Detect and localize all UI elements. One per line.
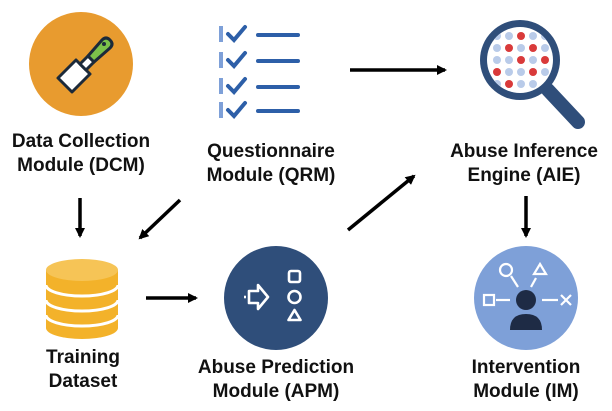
apm-label-line2: Module (APM): [212, 381, 340, 402]
person-options-icon: [482, 261, 572, 330]
apm-icon-group: [224, 246, 328, 350]
flow-shapes-icon: [244, 269, 302, 322]
training-label: Training Dataset: [20, 346, 146, 394]
arrow-qrm-to-training: [138, 198, 182, 240]
aie-label-line1: Abuse Inference: [450, 141, 598, 162]
im-label: Intervention Module (IM): [450, 356, 602, 404]
scraper-icon: [56, 36, 114, 94]
apm-label: Abuse Prediction Module (APM): [186, 356, 366, 404]
training-label-line2: Dataset: [48, 371, 118, 392]
im-label-line2: Module (IM): [473, 381, 579, 402]
im-icon-group: [474, 246, 578, 350]
apm-label-line1: Abuse Prediction: [197, 357, 355, 378]
training-label-line1: Training: [46, 347, 120, 368]
aie-label: Abuse Inference Engine (AIE): [436, 140, 612, 188]
qrm-label: Questionnaire Module (QRM): [186, 140, 356, 188]
im-label-line1: Intervention: [471, 357, 581, 378]
dcm-label: Data Collection Module (DCM): [2, 130, 160, 178]
qrm-label-line1: Questionnaire: [207, 141, 335, 162]
dcm-label-line1: Data Collection: [11, 131, 151, 152]
database-icon: [44, 259, 120, 339]
dcm-label-line2: Module (DCM): [17, 155, 145, 176]
qrm-label-line2: Module (QRM): [206, 165, 336, 186]
checklist-icon: [219, 25, 300, 119]
dcm-icon-group: [29, 12, 133, 116]
apm-circle: [224, 246, 328, 350]
magnifier-icon: [480, 20, 585, 129]
arrow-apm-to-aie: [346, 174, 416, 232]
aie-label-line2: Engine (AIE): [467, 165, 581, 186]
